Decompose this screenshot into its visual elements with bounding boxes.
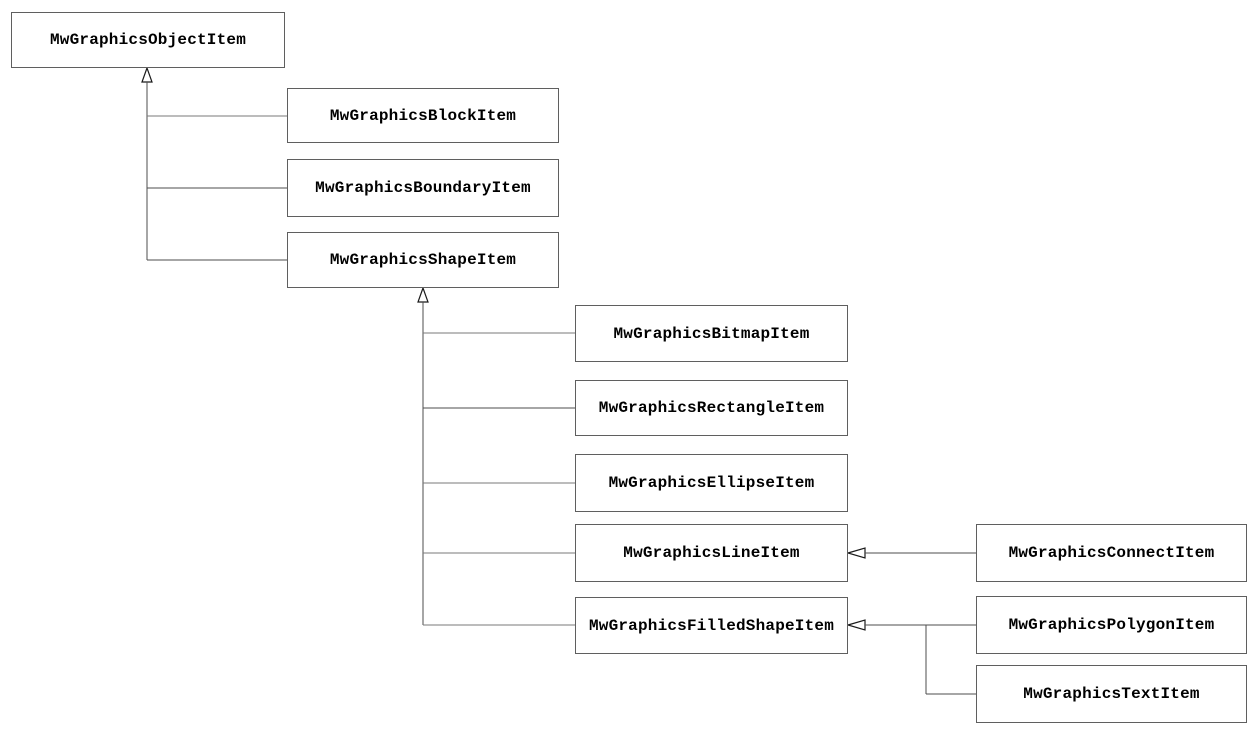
class-box-polygon-item: MwGraphicsPolygonItem bbox=[976, 596, 1247, 654]
class-box-bitmap-item: MwGraphicsBitmapItem bbox=[575, 305, 848, 362]
inheritance-arrow-icon bbox=[417, 286, 429, 303]
class-box-filled-shape-item: MwGraphicsFilledShapeItem bbox=[575, 597, 848, 654]
class-box-object-item: MwGraphicsObjectItem bbox=[11, 12, 285, 68]
class-box-boundary-item: MwGraphicsBoundaryItem bbox=[287, 159, 559, 217]
class-box-ellipse-item: MwGraphicsEllipseItem bbox=[575, 454, 848, 512]
inheritance-arrow-icon bbox=[845, 547, 866, 559]
class-box-connect-item: MwGraphicsConnectItem bbox=[976, 524, 1247, 582]
inheritance-arrow-icon bbox=[845, 619, 866, 631]
class-box-rectangle-item: MwGraphicsRectangleItem bbox=[575, 380, 848, 436]
class-box-text-item: MwGraphicsTextItem bbox=[976, 665, 1247, 723]
inheritance-arrow-icon bbox=[141, 66, 153, 83]
class-box-line-item: MwGraphicsLineItem bbox=[575, 524, 848, 582]
class-box-shape-item: MwGraphicsShapeItem bbox=[287, 232, 559, 288]
class-box-block-item: MwGraphicsBlockItem bbox=[287, 88, 559, 143]
